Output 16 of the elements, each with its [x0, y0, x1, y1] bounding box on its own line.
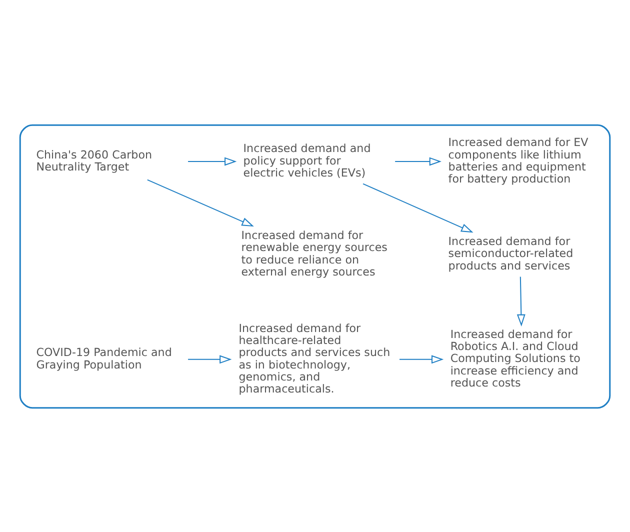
- node-text: China's 2060 Carbon Neutrality Target: [36, 148, 152, 173]
- node-text: Increased demand for semiconductor-related products and services: [448, 234, 574, 272]
- node-text: Increased demand for EV components like lithium batteries and equipment for battery production: [448, 136, 588, 185]
- arrow: [147, 178, 254, 226]
- node-text: COVID-19 Pandemic and Graying Population: [36, 346, 172, 371]
- arrow: [516, 276, 526, 326]
- arrow: [395, 156, 442, 166]
- arrow: [188, 156, 237, 166]
- node-text: Increased demand for Robotics A.I. and Cloud Computing Solutions to increase efficiency and reduce costs: [450, 328, 580, 389]
- arrow: [400, 354, 444, 364]
- cluster: [19, 124, 611, 408]
- node-text: Increased demand for healthcare-related products and services such as in biotechnology, genomics, and pharmaceuticals.: [238, 321, 390, 396]
- node-text: Increased demand and policy support for electric vehicles (EVs): [243, 142, 371, 179]
- node-text: Increased demand for renewable energy sources to reduce reliance on external energy sources: [241, 228, 388, 278]
- arrow: [188, 354, 232, 364]
- arrow: [362, 182, 474, 232]
